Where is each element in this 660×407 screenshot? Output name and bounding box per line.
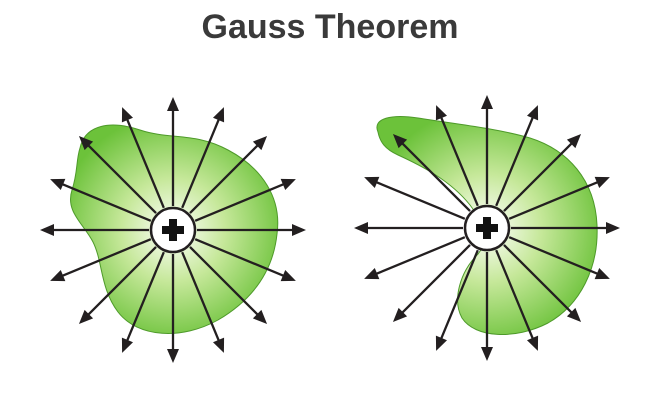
field-line <box>194 238 288 279</box>
field-line <box>399 244 471 316</box>
plus-vertical-left <box>169 219 177 241</box>
field-line <box>58 181 152 222</box>
field-line <box>495 113 536 207</box>
field-line <box>181 251 222 345</box>
field-arrowhead <box>364 267 380 280</box>
field-line <box>189 246 261 318</box>
field-arrowhead <box>212 337 225 353</box>
field-arrowhead <box>40 224 54 236</box>
field-arrowhead <box>594 267 610 280</box>
field-line <box>124 115 165 209</box>
field-arrowhead <box>526 335 539 351</box>
field-line <box>124 251 165 345</box>
field-lines-left <box>40 97 306 363</box>
field-arrowhead <box>354 222 368 234</box>
field-arrowhead <box>435 335 448 351</box>
field-line <box>438 113 479 207</box>
field-arrowhead <box>481 95 493 109</box>
field-arrowhead <box>167 97 179 111</box>
field-arrowhead <box>481 347 493 361</box>
field-line <box>438 249 479 343</box>
field-arrowhead <box>292 224 306 236</box>
page-title: Gauss Theorem <box>201 8 459 46</box>
field-arrowhead <box>566 307 582 323</box>
field-arrowhead <box>280 269 296 282</box>
field-line <box>58 238 152 279</box>
field-arrowhead <box>566 133 582 149</box>
positive-charge-left <box>149 206 197 254</box>
field-line <box>194 181 288 222</box>
field-arrowhead <box>594 176 610 189</box>
field-line <box>503 140 575 212</box>
field-line <box>495 249 536 343</box>
field-arrowhead <box>435 105 448 121</box>
field-arrowhead <box>212 107 225 123</box>
field-arrowhead <box>50 178 66 191</box>
field-lines-right <box>354 95 620 361</box>
field-arrowhead <box>121 107 134 123</box>
field-arrowhead <box>392 133 408 149</box>
field-line <box>181 115 222 209</box>
field-arrowhead <box>78 135 94 151</box>
field-line <box>503 244 575 316</box>
field-arrowhead <box>364 176 380 189</box>
field-arrowhead <box>526 105 539 121</box>
field-arrowhead <box>252 309 268 325</box>
field-arrowhead <box>167 349 179 363</box>
field-arrowhead <box>50 269 66 282</box>
field-arrowhead <box>121 337 134 353</box>
field-line <box>372 236 466 277</box>
field-line <box>399 140 471 212</box>
plus-vertical-right <box>483 217 491 239</box>
field-arrowhead <box>78 309 94 325</box>
field-arrowhead <box>606 222 620 234</box>
field-arrowhead <box>392 307 408 323</box>
field-arrowhead <box>280 178 296 191</box>
field-line <box>85 246 157 318</box>
field-line <box>85 142 157 214</box>
field-line <box>372 179 466 220</box>
field-line <box>189 142 261 214</box>
positive-charge-right <box>463 204 511 252</box>
field-arrowhead <box>252 135 268 151</box>
field-line <box>508 179 602 220</box>
field-line <box>508 236 602 277</box>
